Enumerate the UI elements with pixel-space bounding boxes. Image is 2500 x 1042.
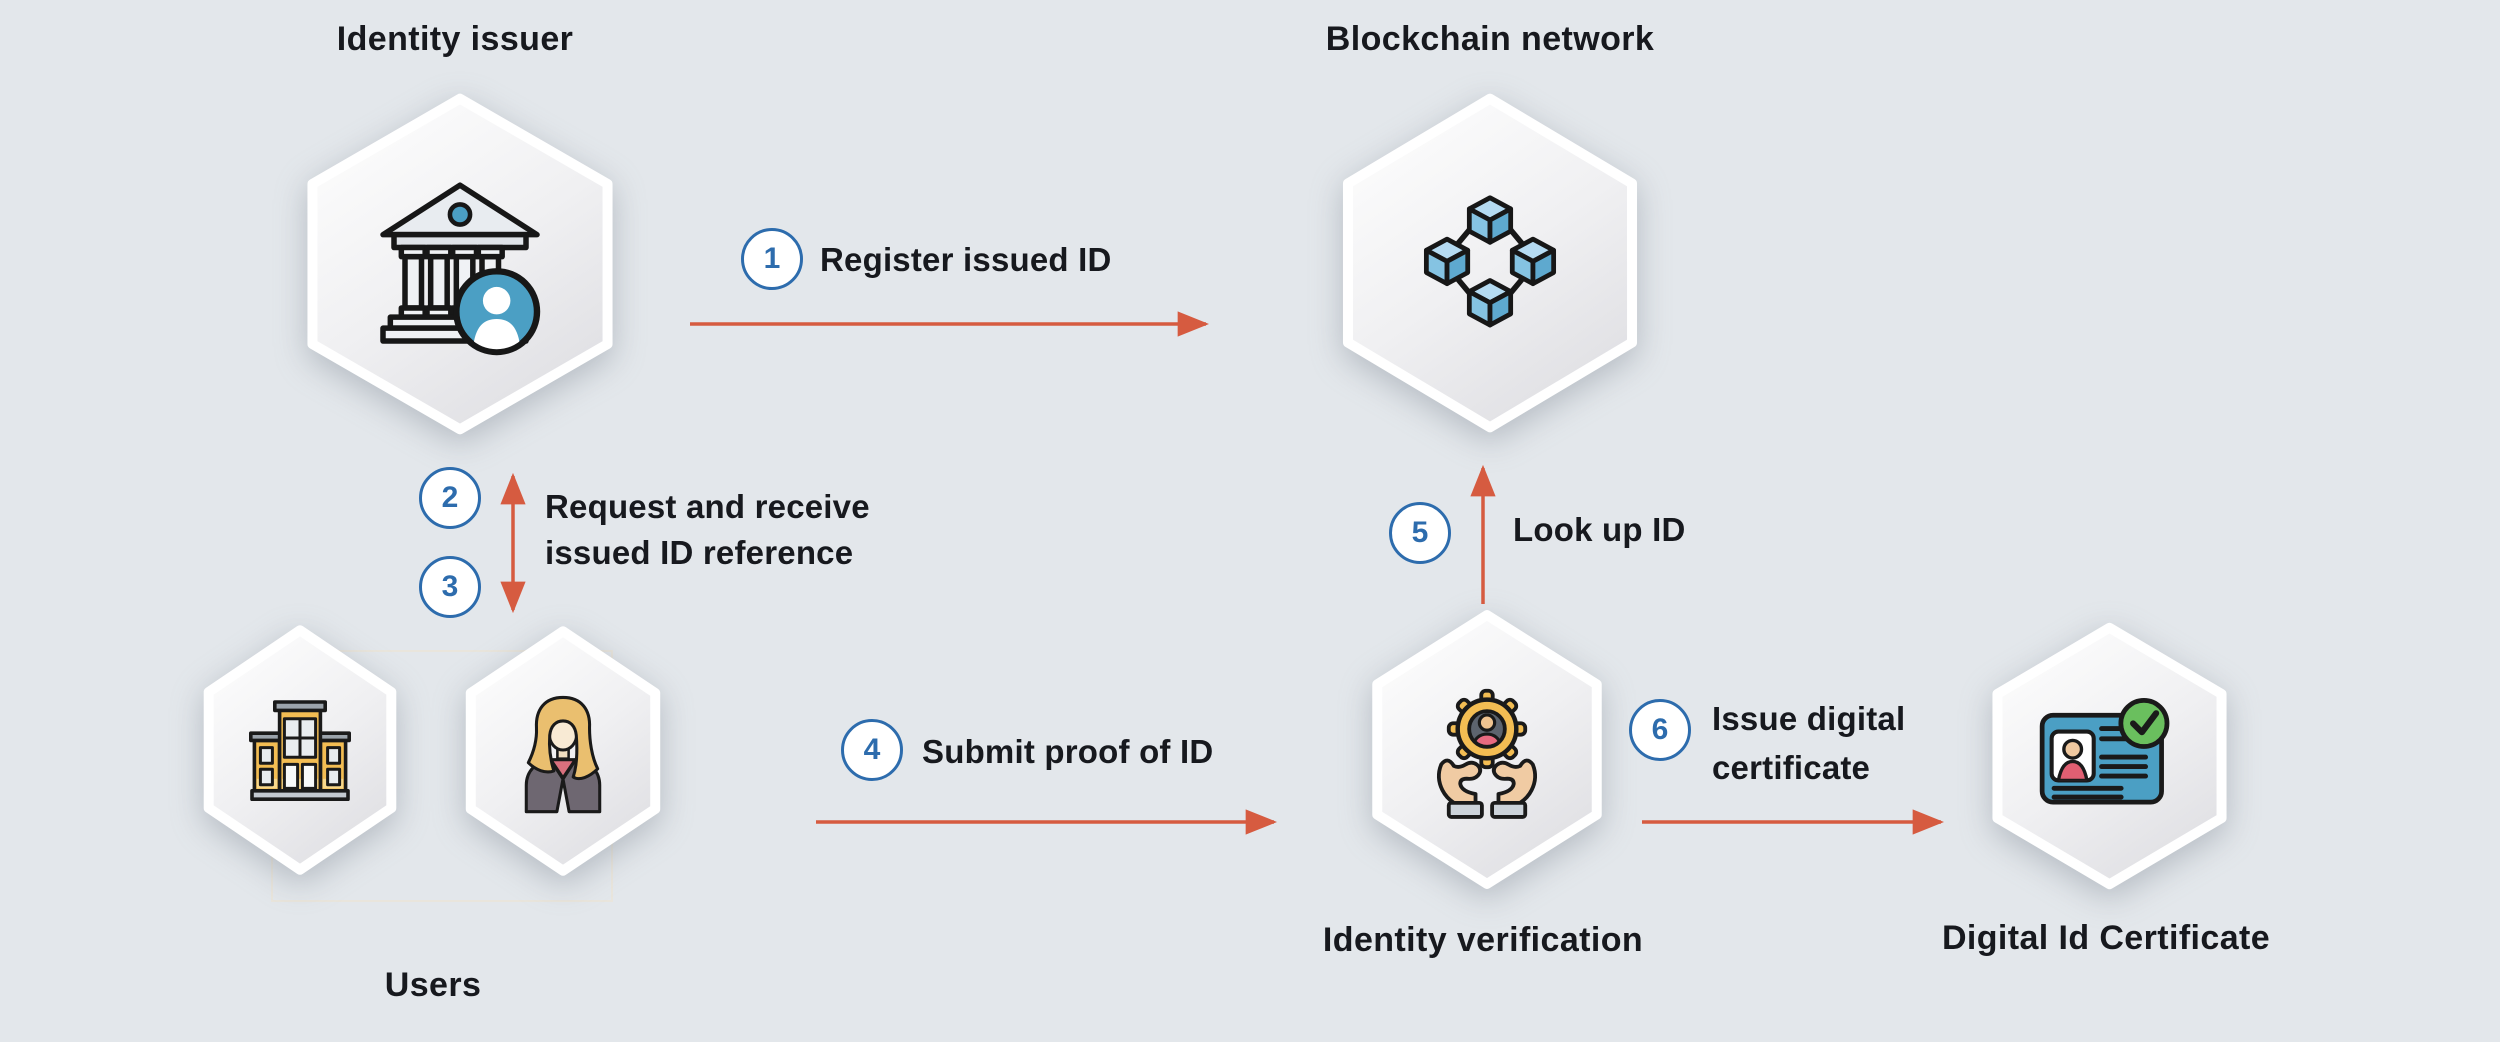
step-2-badge: 2	[419, 467, 481, 529]
step-2-3-label-line1: Request and receive	[545, 488, 870, 525]
step-6-label: Issue digital certificate	[1712, 694, 1905, 792]
hexagon-shape	[1336, 90, 1644, 436]
gear-hands-icon	[1436, 688, 1538, 819]
step-3-badge: 3	[419, 556, 481, 618]
step-1-badge: 1	[741, 228, 803, 290]
step-4-badge: 4	[841, 719, 903, 781]
users-organization-node	[201, 624, 399, 876]
identity-issuer-node	[300, 90, 620, 438]
bank-icon	[380, 182, 541, 356]
step-1-label: Register issued ID	[820, 241, 1112, 278]
blockchain-network-title: Blockchain network	[1325, 20, 1655, 58]
blockchain-network-node	[1336, 90, 1644, 436]
blockchain-cubes-icon	[1423, 195, 1557, 328]
identity-verification-title: Identity verification	[1322, 921, 1644, 959]
step-6-label-line1: Issue digital	[1712, 700, 1906, 737]
check-icon	[2117, 697, 2169, 749]
digital-id-certificate-node	[1988, 621, 2231, 891]
step-2-3-label: Request and receive issued ID reference	[545, 484, 870, 576]
step-4-label: Submit proof of ID	[922, 733, 1214, 770]
users-title: Users	[384, 966, 482, 1004]
step-2-3-label-line2: issued ID reference	[545, 534, 854, 571]
building-icon	[249, 700, 351, 801]
step-5-badge: 5	[1389, 502, 1451, 564]
id-card-icon	[2039, 697, 2169, 805]
step-6-badge: 6	[1629, 699, 1691, 761]
digital-id-certificate-title: Digital Id Certificate	[1941, 919, 2271, 957]
identity-issuer-title: Identity issuer	[336, 20, 574, 58]
woman-icon	[524, 695, 602, 814]
step-6-label-line2: certificate	[1712, 749, 1871, 786]
identity-verification-node	[1368, 608, 1606, 891]
users-person-node	[463, 625, 663, 877]
step-5-label: Look up ID	[1513, 511, 1686, 548]
